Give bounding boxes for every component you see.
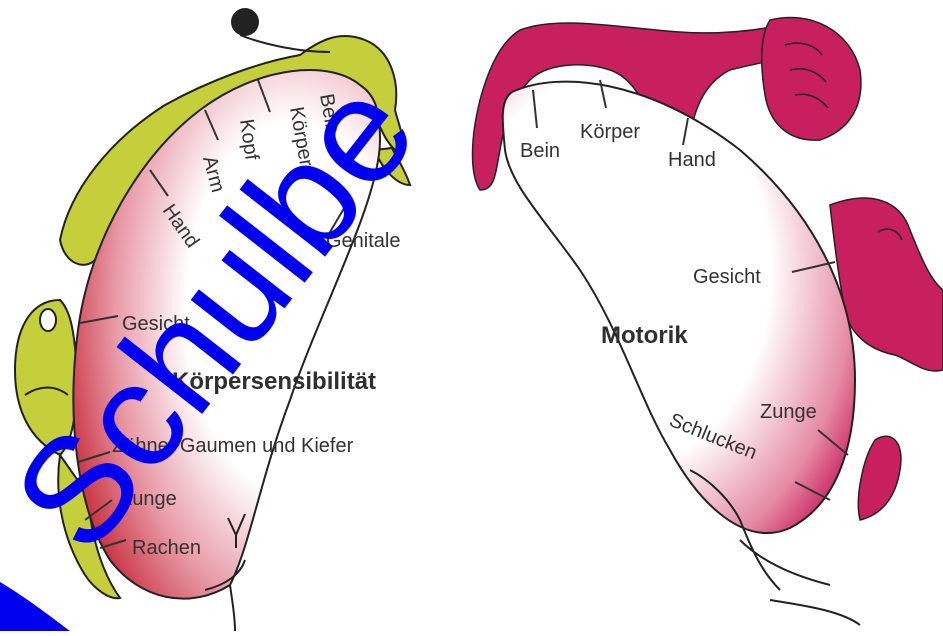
motor-label-koerper: Körper [580, 121, 640, 143]
sensory-figure-head [231, 8, 259, 36]
motor-figure-hand [762, 17, 861, 140]
motor-figure-tongue [858, 436, 901, 520]
motor-label-hand: Hand [668, 149, 716, 171]
motor-title: Motorik [601, 322, 688, 349]
motor-label-bein: Bein [520, 140, 560, 162]
motor-label-gesicht: Gesicht [693, 266, 761, 288]
sensory-figure-eye [40, 309, 56, 331]
watermark-lower-left-arc [0, 582, 70, 631]
motor-label-zunge: Zunge [760, 401, 817, 423]
